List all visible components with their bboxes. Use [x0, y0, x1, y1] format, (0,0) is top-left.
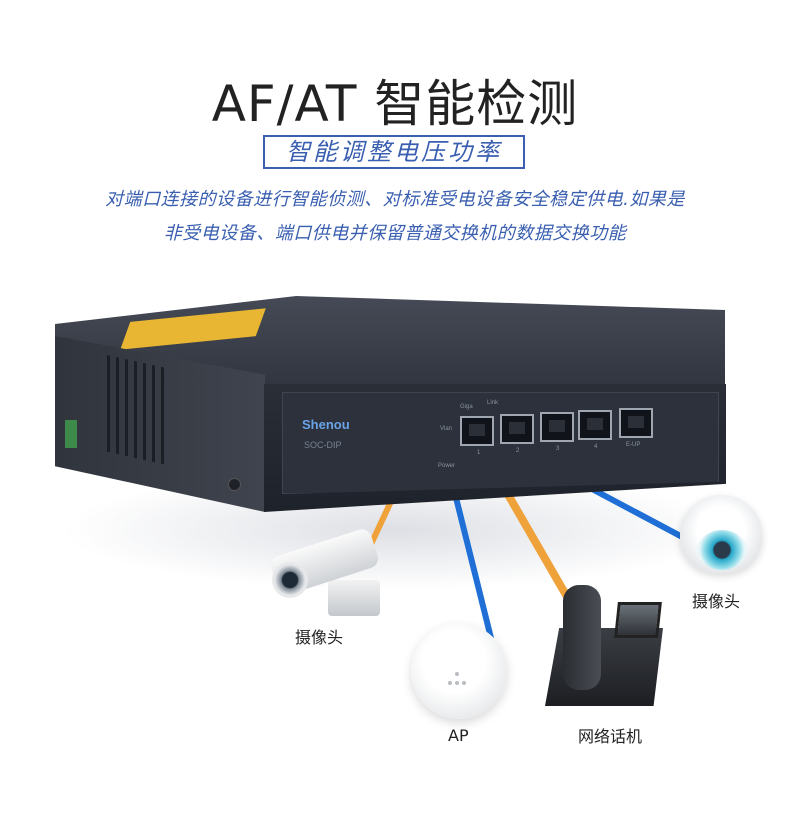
subtitle-box: 智能调整电压功率: [263, 135, 525, 169]
port-number-4: 4: [594, 444, 598, 450]
ethernet-port-2[interactable]: [500, 414, 534, 444]
screw-icon: [228, 478, 241, 491]
switch-vents: [107, 355, 167, 465]
ip-phone-label: 网络话机: [578, 727, 643, 746]
port-number-2: 2: [516, 448, 520, 454]
page-title: AF/AT 智能检测: [211, 75, 579, 133]
ethernet-port-3[interactable]: [540, 412, 574, 442]
ethernet-port-uplink[interactable]: [619, 408, 653, 438]
ap-led: [455, 672, 459, 676]
ap-icon: [411, 623, 507, 719]
product-scene: Shenou SOC-DIP Vlan Power Giga Link 1 2 …: [0, 280, 790, 825]
phone-handset-icon: [563, 585, 601, 690]
ap-led: [448, 681, 452, 685]
bullet-camera-label: 摄像头: [295, 628, 344, 647]
camera-lens-icon: [272, 562, 308, 598]
ethernet-port-1[interactable]: [460, 416, 494, 446]
led-label-power: Power: [438, 463, 456, 469]
bullet-camera-mount: [328, 580, 380, 616]
ethernet-port-4[interactable]: [578, 410, 612, 440]
led-label-vlan: Vlan: [440, 426, 453, 432]
ap-led: [455, 681, 459, 685]
phone-screen: [614, 602, 662, 638]
ap-led: [462, 681, 466, 685]
led-label-link: Link: [487, 400, 499, 406]
switch-model: SOC-DIP: [304, 440, 342, 450]
switch-brand: Shenou: [302, 417, 350, 432]
port-number-1: 1: [477, 450, 481, 456]
switch-side-tab: [65, 420, 77, 448]
ap-label: AP: [448, 726, 469, 745]
dome-camera-lens-icon: [697, 530, 747, 570]
port-number-3: 3: [556, 446, 560, 452]
led-label-giga: Giga: [460, 404, 473, 410]
description-line-2: 非受电设备、端口供电并保留普通交换机的数据交换功能: [163, 223, 627, 244]
port-number-uplink: E-UP: [626, 442, 641, 448]
description-line-1: 对端口连接的设备进行智能侦测、对标准受电设备安全稳定供电.如果是: [105, 189, 685, 210]
dome-camera-label: 摄像头: [692, 592, 741, 611]
